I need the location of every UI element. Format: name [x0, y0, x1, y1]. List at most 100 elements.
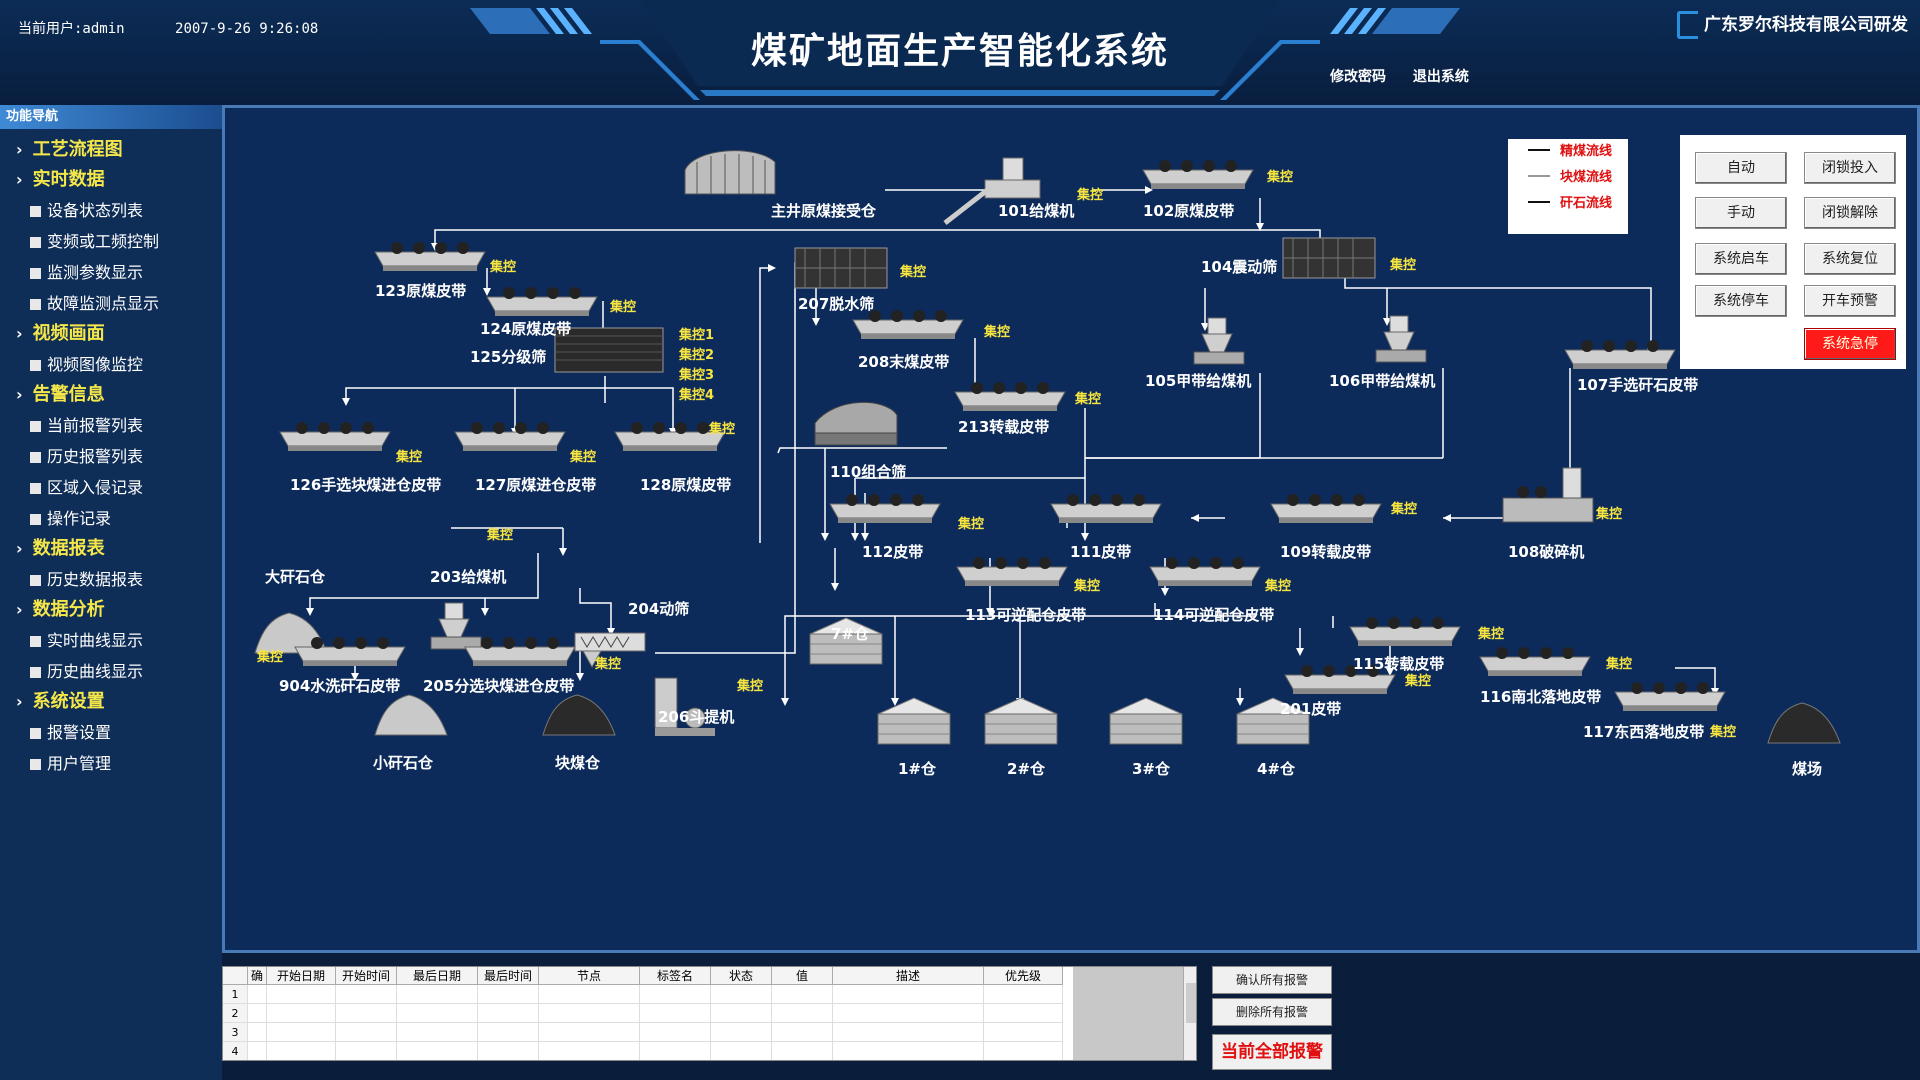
jk-203[interactable]: 集控: [487, 528, 514, 543]
coal-yard-icon[interactable]: [1767, 702, 1841, 744]
jk-109[interactable]: 集控: [1391, 502, 1418, 517]
nav-item-history-alarms[interactable]: 历史报警列表: [0, 441, 222, 472]
nav-item-history-curve[interactable]: 历史曲线显示: [0, 656, 222, 687]
jk-125-3[interactable]: 集控3: [679, 368, 715, 383]
belt-213-icon[interactable]: [954, 381, 1066, 412]
jig-204-icon[interactable]: [574, 632, 646, 669]
feeder-203-icon[interactable]: [430, 602, 482, 650]
ack-all-alarms-button[interactable]: 确认所有报警: [1212, 966, 1332, 994]
jk-117[interactable]: 集控: [1710, 725, 1737, 740]
col-ack[interactable]: 确: [247, 967, 267, 985]
jk-101[interactable]: 集控: [1077, 188, 1104, 203]
feeder-101-icon[interactable]: [943, 157, 1041, 225]
col-priority[interactable]: 优先级: [983, 967, 1063, 985]
bin-1-icon[interactable]: [877, 697, 951, 745]
jk-108[interactable]: 集控: [1596, 507, 1623, 522]
crusher-108-icon[interactable]: [1502, 467, 1594, 523]
system-start-button[interactable]: 系统启车: [1695, 243, 1787, 275]
belt-112-icon[interactable]: [829, 493, 941, 524]
belt-114-icon[interactable]: [1149, 556, 1261, 587]
small-gangue-bin-icon[interactable]: [374, 694, 448, 736]
jk-123[interactable]: 集控: [490, 260, 517, 275]
lock-in-button[interactable]: 闭锁投入: [1804, 152, 1896, 184]
manual-button[interactable]: 手动: [1695, 197, 1787, 229]
belt-123-icon[interactable]: [374, 241, 486, 272]
jk-115[interactable]: 集控: [1478, 627, 1505, 642]
nav-item-freq-control[interactable]: 变频或工频控制: [0, 226, 222, 257]
nav-item-user-management[interactable]: 用户管理: [0, 748, 222, 779]
lock-release-button[interactable]: 闭锁解除: [1804, 197, 1896, 229]
table-row[interactable]: 4: [223, 1041, 1063, 1060]
jk-124[interactable]: 集控: [610, 300, 637, 315]
nav-group-video[interactable]: 视频画面: [0, 319, 222, 349]
jk-208[interactable]: 集控: [984, 325, 1011, 340]
screen-125-icon[interactable]: [554, 327, 664, 373]
col-tag-name[interactable]: 标签名: [639, 967, 711, 985]
alarm-table[interactable]: 确 开始日期 开始时间 最后日期 最后时间 节点 标签名 状态 值 描述 优先级…: [222, 966, 1197, 1061]
belt-124-icon[interactable]: [486, 286, 598, 317]
table-row[interactable]: 3: [223, 1022, 1063, 1042]
belt-205-icon[interactable]: [464, 636, 576, 667]
jk-904[interactable]: 集控: [257, 650, 284, 665]
jk-102[interactable]: 集控: [1267, 170, 1294, 185]
bin-3-icon[interactable]: [1109, 697, 1183, 745]
jk-205[interactable]: 集控: [595, 657, 622, 672]
system-stop-button[interactable]: 系统停车: [1695, 285, 1787, 317]
jk-114[interactable]: 集控: [1265, 579, 1292, 594]
nav-item-alarm-settings[interactable]: 报警设置: [0, 717, 222, 748]
nav-group-alarm[interactable]: 告警信息: [0, 380, 222, 410]
col-status[interactable]: 状态: [710, 967, 772, 985]
nav-item-current-alarms[interactable]: 当前报警列表: [0, 410, 222, 441]
belt-904-icon[interactable]: [294, 636, 406, 667]
col-last-time[interactable]: 最后时间: [477, 967, 539, 985]
nav-item-history-report[interactable]: 历史数据报表: [0, 564, 222, 595]
belt-115-icon[interactable]: [1349, 616, 1461, 647]
col-start-time[interactable]: 开始时间: [335, 967, 397, 985]
jk-126[interactable]: 集控: [396, 450, 423, 465]
belt-116-icon[interactable]: [1479, 646, 1591, 677]
nav-group-settings[interactable]: 系统设置: [0, 687, 222, 717]
nav-group-analysis[interactable]: 数据分析: [0, 595, 222, 625]
jk-112[interactable]: 集控: [958, 517, 985, 532]
belt-102-icon[interactable]: [1142, 159, 1254, 190]
nav-group-realtime[interactable]: 实时数据: [0, 165, 222, 195]
main-receive-bin-icon[interactable]: [684, 150, 776, 195]
jk-206[interactable]: 集控: [737, 679, 764, 694]
auto-button[interactable]: 自动: [1695, 152, 1787, 184]
table-row[interactable]: 1: [223, 984, 1063, 1004]
nav-item-intrusion-log[interactable]: 区域入侵记录: [0, 472, 222, 503]
belt-126-icon[interactable]: [279, 421, 391, 452]
jk-127[interactable]: 集控: [570, 450, 597, 465]
belt-127-icon[interactable]: [454, 421, 566, 452]
screen-207-icon[interactable]: [794, 247, 888, 289]
feeder-105-icon[interactable]: [1193, 317, 1245, 365]
col-last-date[interactable]: 最后日期: [396, 967, 478, 985]
change-password-link[interactable]: 修改密码: [1330, 69, 1386, 85]
lump-coal-bin-icon[interactable]: [542, 694, 616, 736]
belt-117-icon[interactable]: [1614, 681, 1726, 712]
col-node[interactable]: 节点: [538, 967, 640, 985]
jk-116[interactable]: 集控: [1606, 657, 1633, 672]
screen-110-icon[interactable]: [814, 401, 898, 446]
nav-group-report[interactable]: 数据报表: [0, 534, 222, 564]
jk-113[interactable]: 集控: [1074, 579, 1101, 594]
jk-213[interactable]: 集控: [1075, 392, 1102, 407]
alarm-table-scrollbar[interactable]: [1183, 967, 1196, 1060]
table-row[interactable]: 2: [223, 1003, 1063, 1023]
belt-208-icon[interactable]: [852, 309, 964, 340]
current-all-alarms-button[interactable]: 当前全部报警: [1212, 1034, 1332, 1070]
delete-all-alarms-button[interactable]: 删除所有报警: [1212, 998, 1332, 1026]
nav-item-realtime-curve[interactable]: 实时曲线显示: [0, 625, 222, 656]
belt-113-icon[interactable]: [956, 556, 1068, 587]
screen-104-icon[interactable]: [1282, 237, 1376, 279]
emergency-stop-button[interactable]: 系统急停: [1804, 328, 1896, 360]
col-start-date[interactable]: 开始日期: [266, 967, 336, 985]
bin-2-icon[interactable]: [984, 697, 1058, 745]
scrollbar-thumb[interactable]: [1186, 983, 1196, 1023]
jk-207[interactable]: 集控: [900, 265, 927, 280]
nav-item-video-monitor[interactable]: 视频图像监控: [0, 349, 222, 380]
jk-125-4[interactable]: 集控4: [679, 388, 715, 403]
jk-125-2[interactable]: 集控2: [679, 348, 715, 363]
system-reset-button[interactable]: 系统复位: [1804, 243, 1896, 275]
nav-item-fault-points[interactable]: 故障监测点显示: [0, 288, 222, 319]
